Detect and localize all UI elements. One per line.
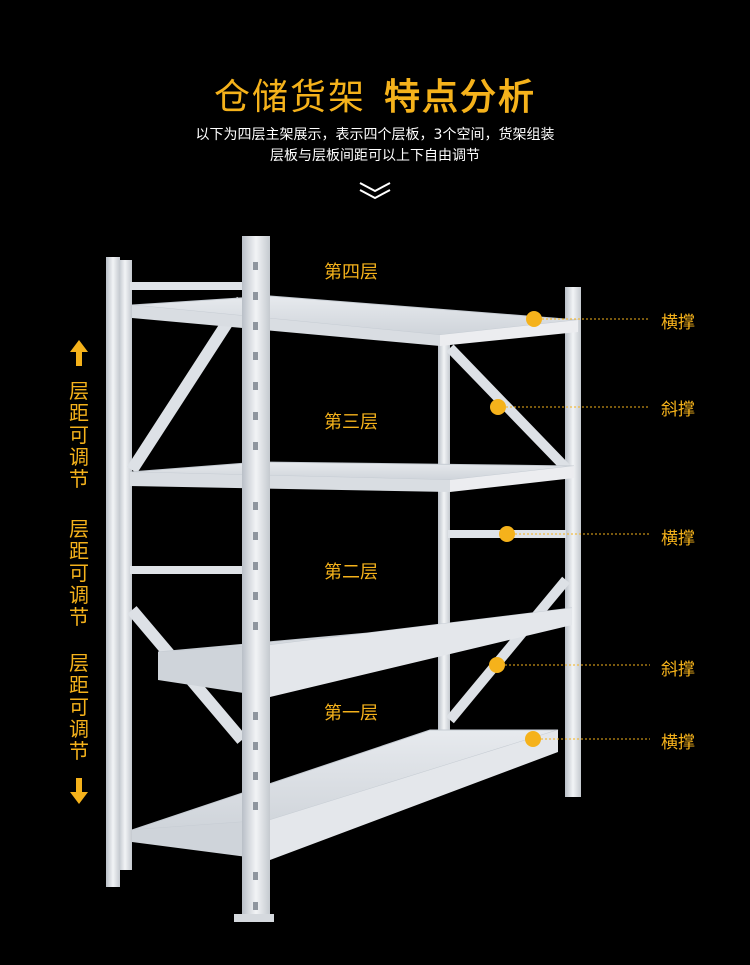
callout-horizontal-brace-1: 横撑 bbox=[661, 313, 695, 333]
title-bold: 特点分析 bbox=[384, 77, 537, 118]
side-label-3: 层距可调节 bbox=[69, 651, 89, 763]
right-diagonal-brace-lower bbox=[446, 576, 570, 724]
callout-horizontal-brace-2: 横撑 bbox=[661, 529, 695, 549]
page-title: 仓储货架特点分析 bbox=[0, 68, 750, 120]
callout-dots bbox=[489, 311, 542, 747]
front-left-post bbox=[106, 257, 120, 887]
callout-diagonal-brace-2: 斜撑 bbox=[661, 660, 695, 680]
shelf-board-3 bbox=[129, 461, 575, 492]
back-mid-post bbox=[438, 342, 450, 737]
back-left-post bbox=[118, 260, 132, 870]
layer-label-4: 第四层 bbox=[324, 262, 378, 283]
right-diagonal-brace-upper bbox=[446, 344, 570, 472]
callout-diagonal-brace-1: 斜撑 bbox=[661, 400, 695, 420]
back-right-post bbox=[565, 287, 581, 797]
arrow-up-icon bbox=[70, 340, 88, 366]
subtitle-line-2: 层板与层板间距可以上下自由调节 bbox=[270, 148, 480, 164]
callout-horizontal-brace-3: 横撑 bbox=[661, 733, 695, 753]
left-diagonal-brace-upper bbox=[126, 296, 248, 474]
front-mid-post bbox=[234, 236, 274, 922]
layer-label-2: 第二层 bbox=[324, 562, 378, 583]
shelf-board-4 bbox=[131, 295, 579, 346]
callout-lines bbox=[497, 318, 650, 740]
left-top-brace bbox=[130, 282, 242, 290]
side-label-1: 层距可调节 bbox=[69, 379, 89, 491]
shelf-board-1 bbox=[131, 729, 559, 860]
layer-label-3: 第三层 bbox=[324, 412, 378, 433]
left-horizontal-brace bbox=[130, 566, 242, 574]
chevron-down-icon bbox=[359, 182, 391, 200]
subtitle-line-1: 以下为四层主架展示，表示四个层板，3个空间，货架组装 bbox=[195, 127, 555, 143]
layer-label-1: 第一层 bbox=[324, 703, 378, 724]
arrow-down-icon bbox=[70, 778, 88, 804]
title-light: 仓储货架 bbox=[213, 77, 366, 118]
side-label-2: 层距可调节 bbox=[69, 517, 89, 629]
